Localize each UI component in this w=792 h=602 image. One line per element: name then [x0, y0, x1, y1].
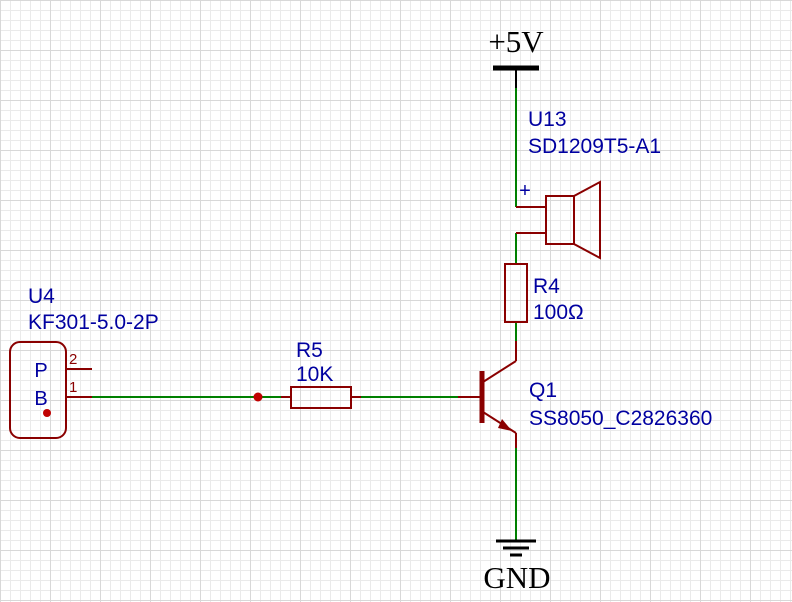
vcc-net-label[interactable]: +5V [488, 24, 544, 59]
vcc-power-symbol[interactable]: +5V [488, 24, 544, 88]
resistor-r4[interactable]: R4 100Ω [504, 263, 584, 324]
connector-pin-2-label: P [34, 360, 47, 382]
buzzer-u13[interactable]: + U13 SD1209T5-A1 [516, 108, 661, 260]
resistor-r4-value-label[interactable]: 100Ω [533, 301, 584, 324]
connector-pin-2-number: 2 [69, 351, 77, 368]
gnd-net-label[interactable]: GND [483, 560, 550, 595]
resistor-r5[interactable]: R5 10K [281, 339, 361, 409]
transistor-emitter-arm[interactable] [482, 411, 517, 434]
connector-pin-1-label: B [34, 388, 47, 410]
connector-body[interactable] [9, 341, 67, 439]
buzzer-horn-icon[interactable] [573, 180, 601, 260]
resistor-r5-ref-label[interactable]: R5 [296, 339, 323, 362]
connector-ref-label[interactable]: U4 [28, 285, 55, 308]
connector-u4[interactable]: 2 1 P B U4 KF301-5.0-2P [9, 285, 159, 439]
buzzer-value-label[interactable]: SD1209T5-A1 [528, 135, 661, 158]
transistor-emitter-arrow-icon[interactable] [498, 419, 512, 431]
connector-value-label[interactable]: KF301-5.0-2P [28, 311, 159, 334]
resistor-r4-ref-label[interactable]: R4 [533, 275, 560, 298]
resistor-r5-body[interactable] [290, 386, 352, 409]
buzzer-body[interactable] [545, 195, 575, 245]
buzzer-polarity-mark: + [519, 180, 531, 202]
transistor-collector-arm[interactable] [482, 360, 517, 383]
connector-origin-dot [43, 409, 51, 417]
gnd-power-symbol[interactable]: GND [483, 539, 551, 595]
connector-pin-1-number: 1 [69, 379, 77, 396]
resistor-r4-body[interactable] [504, 263, 528, 323]
transistor-q1[interactable]: Q1 SS8050_C2826360 [458, 341, 712, 448]
transistor-ref-label[interactable]: Q1 [529, 379, 557, 402]
junction-dot[interactable] [253, 392, 263, 402]
transistor-value-label[interactable]: SS8050_C2826360 [529, 407, 712, 430]
resistor-r5-value-label[interactable]: 10K [296, 363, 333, 386]
buzzer-ref-label[interactable]: U13 [528, 108, 567, 131]
